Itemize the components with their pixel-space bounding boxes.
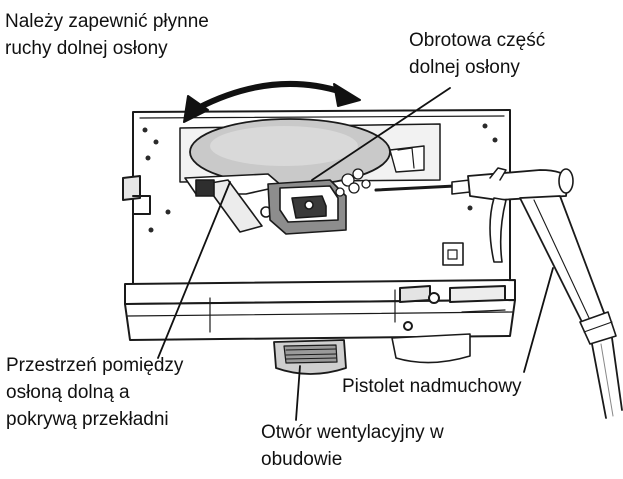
blade-shading <box>210 126 358 166</box>
housing-top-rim <box>139 115 505 119</box>
leader-rotating-part <box>311 87 451 181</box>
guard-right-detail <box>389 145 425 173</box>
leader-lines <box>157 87 554 421</box>
motor-bottom <box>391 333 471 364</box>
vent-opening <box>273 339 347 375</box>
blow-gun <box>374 167 623 419</box>
label-blow-gun: Pistolet nadmuchowy <box>342 376 522 397</box>
guard-motion-arrow <box>183 80 361 123</box>
dust-puffs <box>335 168 371 197</box>
label-vent-hole: Otwór wentylacyjny w obudowie <box>261 422 444 470</box>
leader-gap-space <box>157 181 231 359</box>
label-gap-space: Przestrzeń pomiędzy osłoną dolną a pokry… <box>6 355 184 430</box>
label-rotating-part: Obrotowa część dolnej osłony <box>409 30 546 78</box>
leader-vent-hole <box>295 365 301 421</box>
base-plate <box>124 279 516 341</box>
gear-cover <box>267 179 347 235</box>
label-lower-guard-motion: Należy zapewnić płynne ruchy dolnej osło… <box>5 11 209 59</box>
lower-guard <box>184 173 283 233</box>
leader-blow-gun <box>523 267 554 373</box>
